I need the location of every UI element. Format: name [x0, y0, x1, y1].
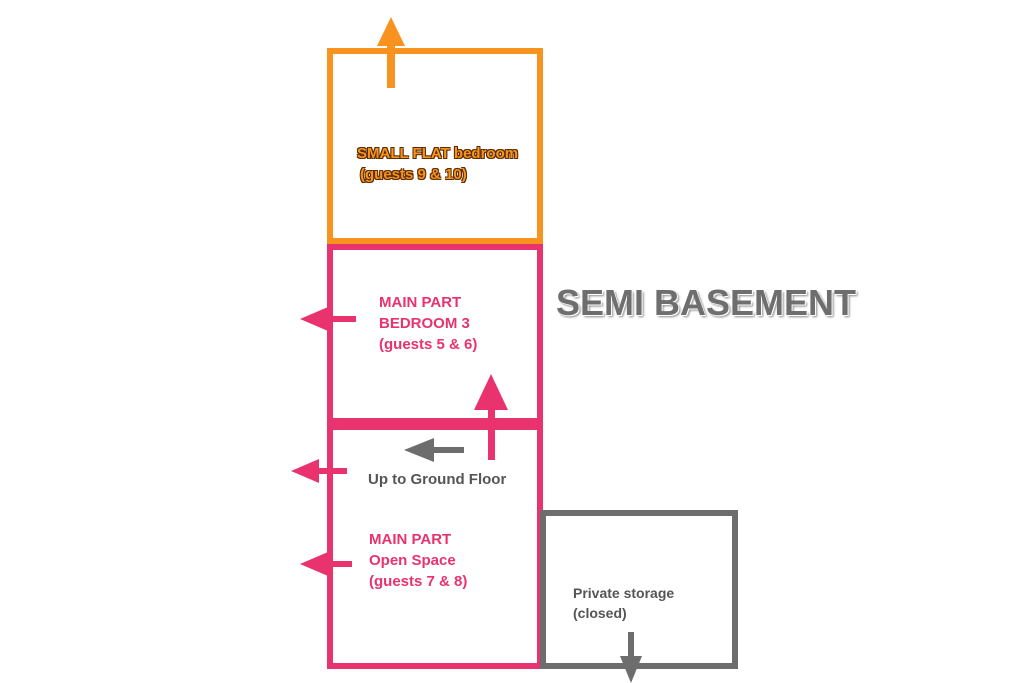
bedroom-3-room	[327, 244, 543, 424]
stairs-up-arrow-icon	[474, 374, 508, 460]
small-flat-exit-arrow-icon	[377, 17, 405, 88]
bedroom-3-label: MAIN PART BEDROOM 3 (guests 5 & 6)	[379, 292, 477, 355]
storage-label: Private storage (closed)	[573, 583, 674, 623]
small-flat-bedroom-room	[327, 48, 543, 244]
storage-label-line-2: (closed)	[573, 605, 627, 621]
open-space-label-line-3: (guests 7 & 8)	[369, 573, 468, 590]
bedroom-3-label-line-2: BEDROOM 3	[379, 315, 470, 332]
open-space-label-line-2: Open Space	[369, 552, 456, 569]
stairs-pointer-arrow-icon	[404, 438, 464, 462]
open-space-label: MAIN PART Open Space (guests 7 & 8)	[369, 529, 467, 592]
open-space-room	[327, 424, 543, 669]
open-space-label-line-1: MAIN PART	[369, 531, 452, 548]
bedroom-3-label-line-1: MAIN PART	[379, 294, 462, 311]
bedroom-3-window-arrow-icon	[300, 307, 356, 331]
small-flat-label-line-2: (guests 9 & 10)	[360, 166, 467, 183]
private-storage-room	[540, 510, 738, 669]
storage-down-arrow-icon	[620, 632, 642, 683]
open-space-lower-arrow-icon	[300, 552, 352, 576]
small-flat-label: SMALL FLAT bedroom (guests 9 & 10)	[357, 143, 518, 185]
floor-title: SEMI BASEMENT	[556, 282, 857, 323]
bedroom-3-label-line-3: (guests 5 & 6)	[379, 336, 478, 353]
stairs-label: Up to Ground Floor	[368, 471, 507, 488]
storage-label-line-1: Private storage	[573, 585, 675, 601]
small-flat-label-line-1: SMALL FLAT bedroom	[357, 145, 519, 162]
open-space-upper-arrow-icon	[291, 459, 347, 483]
